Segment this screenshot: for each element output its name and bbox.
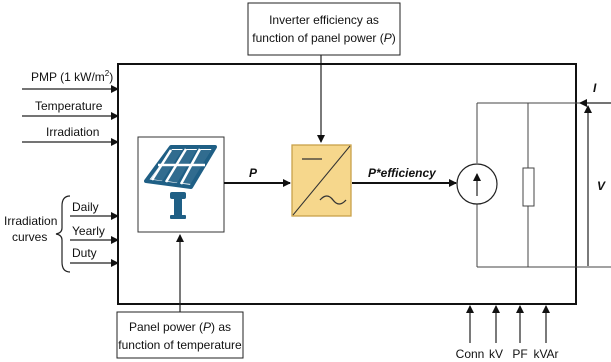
inverter-efficiency-line1: Inverter efficiency as [269, 13, 379, 27]
irradiation-curves-title-2: curves [12, 230, 47, 244]
pv-system-block [117, 63, 577, 305]
irradiation-curves-title-1: Irradiation [4, 214, 57, 228]
irradiation-curves: Irradiation curves Daily Yearly Duty [4, 195, 119, 273]
pf-label: PF [512, 347, 527, 361]
voltage-label: V [597, 179, 606, 193]
curve-item-duty: Duty [72, 246, 97, 260]
temperature-label: Temperature [35, 99, 103, 113]
kvar-label: kVAr [533, 347, 558, 361]
solar-panel [137, 136, 225, 233]
conn-label: Conn [456, 347, 485, 361]
curve-item-daily: Daily [72, 200, 99, 214]
inverter-block [291, 144, 352, 217]
p-label: P [249, 166, 258, 180]
pmp-label: PMP (1 kW/m2) [31, 69, 113, 84]
panel-power-line1: Panel power (P) as [129, 320, 231, 334]
solar-panel-icon [144, 145, 217, 219]
p-efficiency-label: P*efficiency [368, 166, 437, 180]
curve-item-yearly: Yearly [72, 224, 105, 238]
inverter-efficiency-box: Inverter efficiency as function of panel… [247, 2, 401, 56]
left-inputs: PMP (1 kW/m2) Temperature Irradiation [22, 69, 119, 146]
panel-power-box: Panel power (P) as function of temperatu… [116, 311, 244, 359]
current-label: I [593, 81, 597, 95]
ac-symbol [319, 195, 347, 205]
irradiation-label: Irradiation [46, 125, 99, 139]
panel-power-line2: function of temperature [118, 338, 242, 352]
curly-brace [55, 195, 71, 273]
kv-label: kV [489, 347, 503, 361]
inverter-diagonal [292, 145, 351, 216]
bottom-inputs: Conn kV PF kVAr [456, 305, 559, 361]
inverter-efficiency-line2: function of panel power (P) [252, 31, 395, 45]
